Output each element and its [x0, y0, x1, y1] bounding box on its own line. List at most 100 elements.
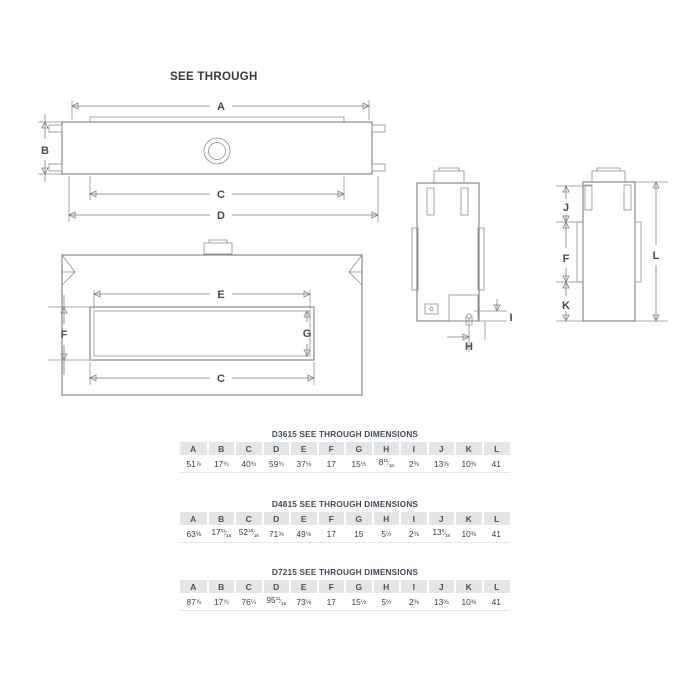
cell-k: 10⅜ [455, 593, 483, 611]
col-header-g: G [345, 580, 374, 593]
col-header-a: A [180, 442, 209, 455]
dim-label-f-end: F [563, 253, 570, 265]
col-header-f: F [317, 580, 346, 593]
dimension-table-d4815: D4815 SEE THROUGH DIMENSIONS A B C D E F… [180, 500, 510, 543]
dimensions-table: A B C D E F G H I J K L 51⅞ 17¾ [180, 442, 510, 473]
cell-h: 5½ [372, 525, 400, 543]
cell-a: 87⅞ [180, 593, 208, 611]
cell-h: 5½ [372, 593, 400, 611]
table-row: 63⅝ 1711⁄16 5215⁄16 71⅝ 49⅛ 17 15 5½ 2⅜ … [180, 525, 510, 543]
col-header-j: J [427, 580, 456, 593]
cell-a: 51⅞ [180, 455, 208, 473]
dimension-drawing: A B C D [38, 100, 668, 396]
cell-a: 63⅝ [180, 525, 208, 543]
col-header-d: D [262, 580, 291, 593]
cell-i: 2⅜ [400, 593, 428, 611]
col-header-d: D [262, 512, 291, 525]
cell-c: 40¾ [235, 455, 263, 473]
cell-b: 1711⁄16 [207, 525, 235, 543]
dimensions-table: A B C D E F G H I J K L 63⅝ 1711⁄16 [180, 512, 510, 543]
table-header-row: A B C D E F G H I J K L [180, 442, 510, 455]
dimension-i: I [474, 299, 513, 324]
col-header-k: K [455, 580, 484, 593]
dim-label-a: A [217, 101, 225, 113]
cell-e: 49⅛ [290, 525, 318, 543]
side-view-drawing [411, 167, 485, 326]
dim-label-e: E [217, 289, 224, 301]
col-header-l: L [482, 442, 510, 455]
col-header-c: C [235, 512, 264, 525]
cell-h: 811⁄16 [372, 455, 400, 473]
col-header-c: C [235, 580, 264, 593]
dim-label-l: L [653, 250, 660, 262]
cell-f: 17 [317, 455, 345, 473]
cell-e: 73⅛ [290, 593, 318, 611]
cell-g: 15½ [345, 593, 373, 611]
cell-l: 41 [482, 525, 510, 543]
col-header-j: J [427, 442, 456, 455]
cell-l: 41 [482, 593, 510, 611]
dimension-b: B [38, 114, 62, 182]
cell-d: 59¾ [262, 455, 290, 473]
col-header-d: D [262, 442, 291, 455]
cell-j: 13⅝ [427, 593, 455, 611]
cell-l: 41 [482, 455, 510, 473]
cell-i: 2⅜ [400, 455, 428, 473]
end-view-drawing [576, 167, 642, 322]
table-title: D3615 SEE THROUGH DIMENSIONS [271, 430, 419, 439]
cell-b: 17¾ [207, 455, 235, 473]
col-header-a: A [180, 512, 209, 525]
dim-label-g: G [303, 328, 312, 340]
dimension-k: K [556, 281, 583, 322]
dimension-e: E [93, 289, 311, 309]
dimension-l: L [635, 181, 668, 322]
cell-e: 37⅛ [290, 455, 318, 473]
col-header-b: B [207, 512, 236, 525]
top-view-drawing [48, 116, 386, 175]
col-header-k: K [455, 442, 484, 455]
col-header-h: H [372, 580, 401, 593]
col-header-j: J [427, 512, 456, 525]
col-header-i: I [400, 580, 429, 593]
dim-label-i: I [509, 312, 512, 324]
dimensions-table: A B C D E F G H I J K L 87⅞ 17¾ [180, 580, 510, 611]
dimension-c-front: C [89, 362, 315, 385]
col-header-e: E [290, 580, 319, 593]
dimension-table-d7215: D7215 SEE THROUGH DIMENSIONS A B C D E F… [180, 568, 510, 611]
col-header-b: B [207, 442, 236, 455]
table-header-row: A B C D E F G H I J K L [180, 580, 510, 593]
dim-label-d: D [217, 210, 225, 222]
col-header-e: E [290, 442, 319, 455]
table-header-row: A B C D E F G H I J K L [180, 512, 510, 525]
cell-f: 17 [317, 593, 345, 611]
dimension-j: J [556, 185, 592, 223]
col-header-i: I [400, 442, 429, 455]
dimension-a: A [71, 100, 370, 120]
page-title: SEE THROUGH [170, 71, 258, 83]
col-header-l: L [482, 580, 510, 593]
col-header-f: F [317, 512, 346, 525]
cell-c: 76¼ [235, 593, 263, 611]
front-elevation-drawing [61, 239, 363, 396]
col-header-a: A [180, 580, 209, 593]
col-header-e: E [290, 512, 319, 525]
cell-j: 13⅝ [427, 455, 455, 473]
col-header-h: H [372, 442, 401, 455]
dim-label-h: H [465, 341, 473, 353]
cell-f: 17 [317, 525, 345, 543]
dim-label-c-top: C [217, 189, 225, 201]
col-header-h: H [372, 512, 401, 525]
dim-label-j: J [563, 202, 569, 214]
table-row: 51⅞ 17¾ 40¾ 59¾ 37⅛ 17 15½ 811⁄16 2⅜ 13⅝… [180, 455, 510, 473]
cell-k: 10⅜ [455, 455, 483, 473]
col-header-k: K [455, 512, 484, 525]
cell-g: 15 [345, 525, 373, 543]
dimension-h: H [447, 318, 486, 353]
col-header-g: G [345, 442, 374, 455]
cell-j: 135⁄16 [427, 525, 455, 543]
dimension-c-top: C [89, 176, 345, 201]
col-header-g: G [345, 512, 374, 525]
table-title: D7215 SEE THROUGH DIMENSIONS [271, 568, 419, 577]
cell-d: 9511⁄16 [262, 593, 290, 611]
